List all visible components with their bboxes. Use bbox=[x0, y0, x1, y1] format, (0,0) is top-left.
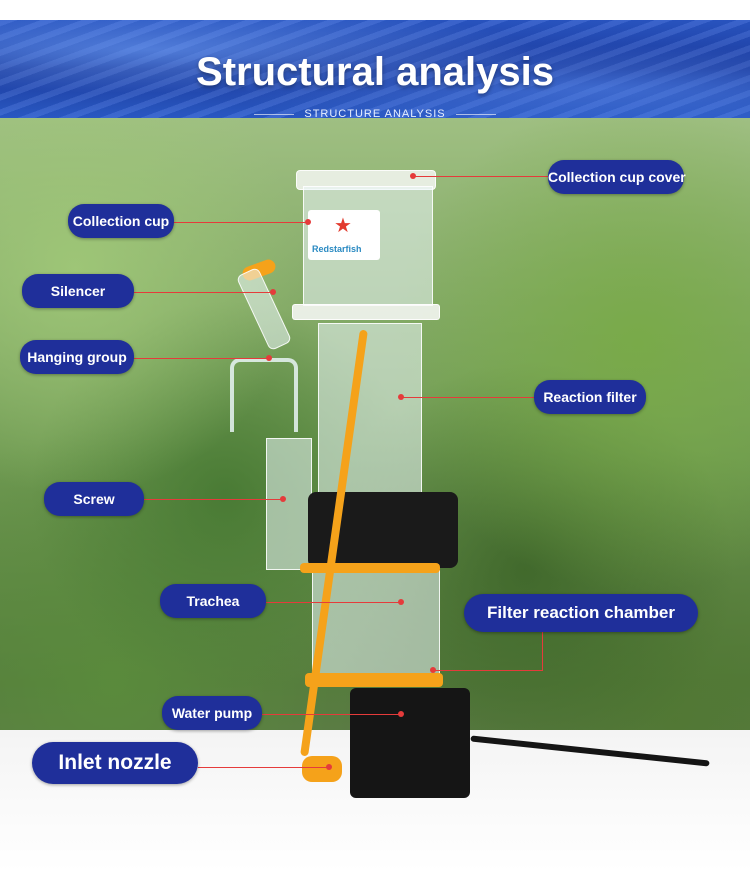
leader-line bbox=[198, 767, 328, 768]
chamber-top-ring bbox=[300, 563, 440, 573]
leader-line bbox=[172, 222, 308, 223]
label-collection-cup-cover: Collection cup cover bbox=[548, 160, 686, 194]
leader-dot bbox=[398, 711, 404, 717]
leader-dot bbox=[270, 289, 276, 295]
page-title: Structural analysis bbox=[196, 50, 554, 94]
leader-dot bbox=[398, 394, 404, 400]
leader-dot bbox=[410, 173, 416, 179]
leader-line bbox=[262, 714, 400, 715]
star-icon: ★ bbox=[334, 215, 352, 237]
label-reaction-filter: Reaction filter bbox=[534, 380, 646, 414]
silencer-tube bbox=[235, 266, 293, 352]
hanging-bracket bbox=[230, 358, 298, 432]
leader-line bbox=[412, 176, 548, 177]
leader-dot bbox=[326, 764, 332, 770]
leader-line bbox=[134, 358, 268, 359]
header-banner: Structural analysis STRUCTURE ANALYSIS bbox=[0, 0, 750, 120]
leader-line bbox=[266, 602, 400, 603]
leader-line bbox=[400, 397, 536, 398]
leader-line bbox=[432, 670, 543, 671]
screw-plate bbox=[266, 438, 312, 570]
label-hanging-group: Hanging group bbox=[20, 340, 134, 374]
leader-line bbox=[542, 630, 543, 670]
brand-logo: ★ Redstarfish bbox=[308, 210, 380, 260]
leader-dot bbox=[398, 599, 404, 605]
filter-reaction-chamber bbox=[312, 570, 440, 677]
brand-logo-text: Redstarfish bbox=[312, 244, 362, 254]
leader-line bbox=[144, 499, 282, 500]
leader-dot bbox=[266, 355, 272, 361]
product-photo: ★ Redstarfish Collection cup cover Colle… bbox=[0, 118, 750, 872]
label-trachea: Trachea bbox=[160, 584, 266, 618]
cup-base-ring bbox=[292, 304, 440, 320]
label-collection-cup: Collection cup bbox=[68, 204, 174, 238]
inlet-nozzle-part bbox=[302, 756, 342, 782]
leader-dot bbox=[280, 496, 286, 502]
label-inlet-nozzle: Inlet nozzle bbox=[32, 742, 198, 784]
label-filter-reaction-chamber: Filter reaction chamber bbox=[464, 594, 698, 632]
label-water-pump: Water pump bbox=[162, 696, 262, 730]
leader-dot bbox=[430, 667, 436, 673]
leader-line bbox=[134, 292, 272, 293]
leader-dot bbox=[305, 219, 311, 225]
chamber-base-ring bbox=[305, 673, 443, 687]
page-subtitle: STRUCTURE ANALYSIS bbox=[0, 108, 750, 120]
label-screw: Screw bbox=[44, 482, 144, 516]
water-pump-body bbox=[350, 688, 470, 798]
label-silencer: Silencer bbox=[22, 274, 134, 308]
